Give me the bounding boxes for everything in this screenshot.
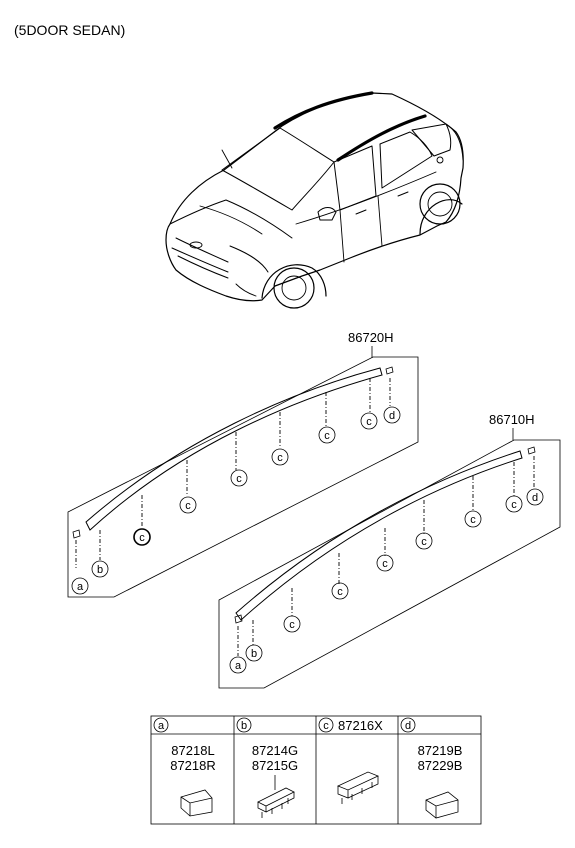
assembly-frame	[218, 439, 561, 689]
callout-c: c	[360, 412, 378, 430]
legend-table: a 87218L 87218R b 87214G 87215G c 87216X…	[150, 715, 482, 825]
svg-text:a: a	[77, 581, 84, 593]
svg-text:a: a	[235, 660, 242, 672]
callout-b: b	[245, 644, 263, 662]
callout-c: c	[505, 495, 523, 513]
svg-text:d: d	[532, 492, 538, 504]
page-title: (5DOOR SEDAN)	[14, 22, 125, 38]
svg-text:b: b	[251, 648, 257, 660]
part-number: 87216X	[338, 718, 383, 733]
car-illustration	[165, 91, 464, 309]
callout-d: d	[526, 488, 544, 506]
assembly-part-number: 86720H	[348, 330, 394, 345]
callout-c: c	[283, 615, 301, 633]
end-cap	[234, 614, 243, 624]
svg-text:c: c	[421, 536, 427, 548]
callout-c: c	[179, 496, 197, 514]
part-number: 87215G	[252, 758, 298, 773]
callout-c: c	[230, 469, 248, 487]
roof-rack-rail	[85, 367, 383, 531]
callout-c: c	[318, 426, 336, 444]
svg-text:c: c	[277, 452, 283, 464]
svg-text:c: c	[323, 720, 329, 732]
clip-c-illustration	[336, 771, 380, 804]
callout-a: a	[71, 577, 89, 595]
part-number: 87218L	[171, 743, 214, 758]
clip-a-illustration	[180, 789, 213, 817]
end-cap	[72, 529, 81, 539]
svg-text:c: c	[236, 473, 242, 485]
end-cap	[385, 366, 394, 375]
callout-c: c	[271, 448, 289, 466]
end-cap	[527, 446, 536, 455]
callout-c: c	[331, 582, 349, 600]
svg-text:c: c	[511, 499, 517, 511]
callout-d: d	[383, 406, 401, 424]
svg-text:c: c	[470, 514, 476, 526]
svg-text:c: c	[185, 500, 191, 512]
svg-text:c: c	[366, 416, 372, 428]
part-number: 87229B	[418, 758, 463, 773]
clip-d-illustration	[425, 791, 459, 819]
roof-rack-rail	[235, 450, 523, 621]
svg-text:c: c	[337, 586, 343, 598]
part-number: 87214G	[252, 743, 298, 758]
svg-text:d: d	[389, 410, 395, 422]
part-number: 87219B	[418, 743, 463, 758]
callout-c: c	[464, 510, 482, 528]
svg-text:b: b	[241, 720, 247, 732]
svg-text:b: b	[97, 564, 103, 576]
svg-text:c: c	[289, 619, 295, 631]
callout-c: c	[415, 532, 433, 550]
legend-column-d: d 87219B 87229B	[400, 717, 463, 819]
assembly-frame	[67, 356, 419, 598]
callout-c: c	[376, 554, 394, 572]
legend-column-a: a 87218L 87218R	[153, 717, 216, 817]
assembly-part-number: 86710H	[489, 412, 535, 427]
callout-a: a	[229, 656, 247, 674]
svg-text:c: c	[382, 558, 388, 570]
svg-text:a: a	[158, 720, 165, 732]
legend-column-b: b 87214G 87215G	[236, 717, 298, 818]
callout-b: b	[91, 560, 109, 578]
clip-b-illustration	[257, 787, 295, 818]
part-number: 87218R	[170, 758, 216, 773]
svg-text:c: c	[139, 532, 145, 544]
svg-text:d: d	[405, 720, 411, 732]
callout-c: c	[133, 528, 151, 546]
legend-column-c: c 87216X	[318, 717, 383, 804]
svg-text:c: c	[324, 430, 330, 442]
